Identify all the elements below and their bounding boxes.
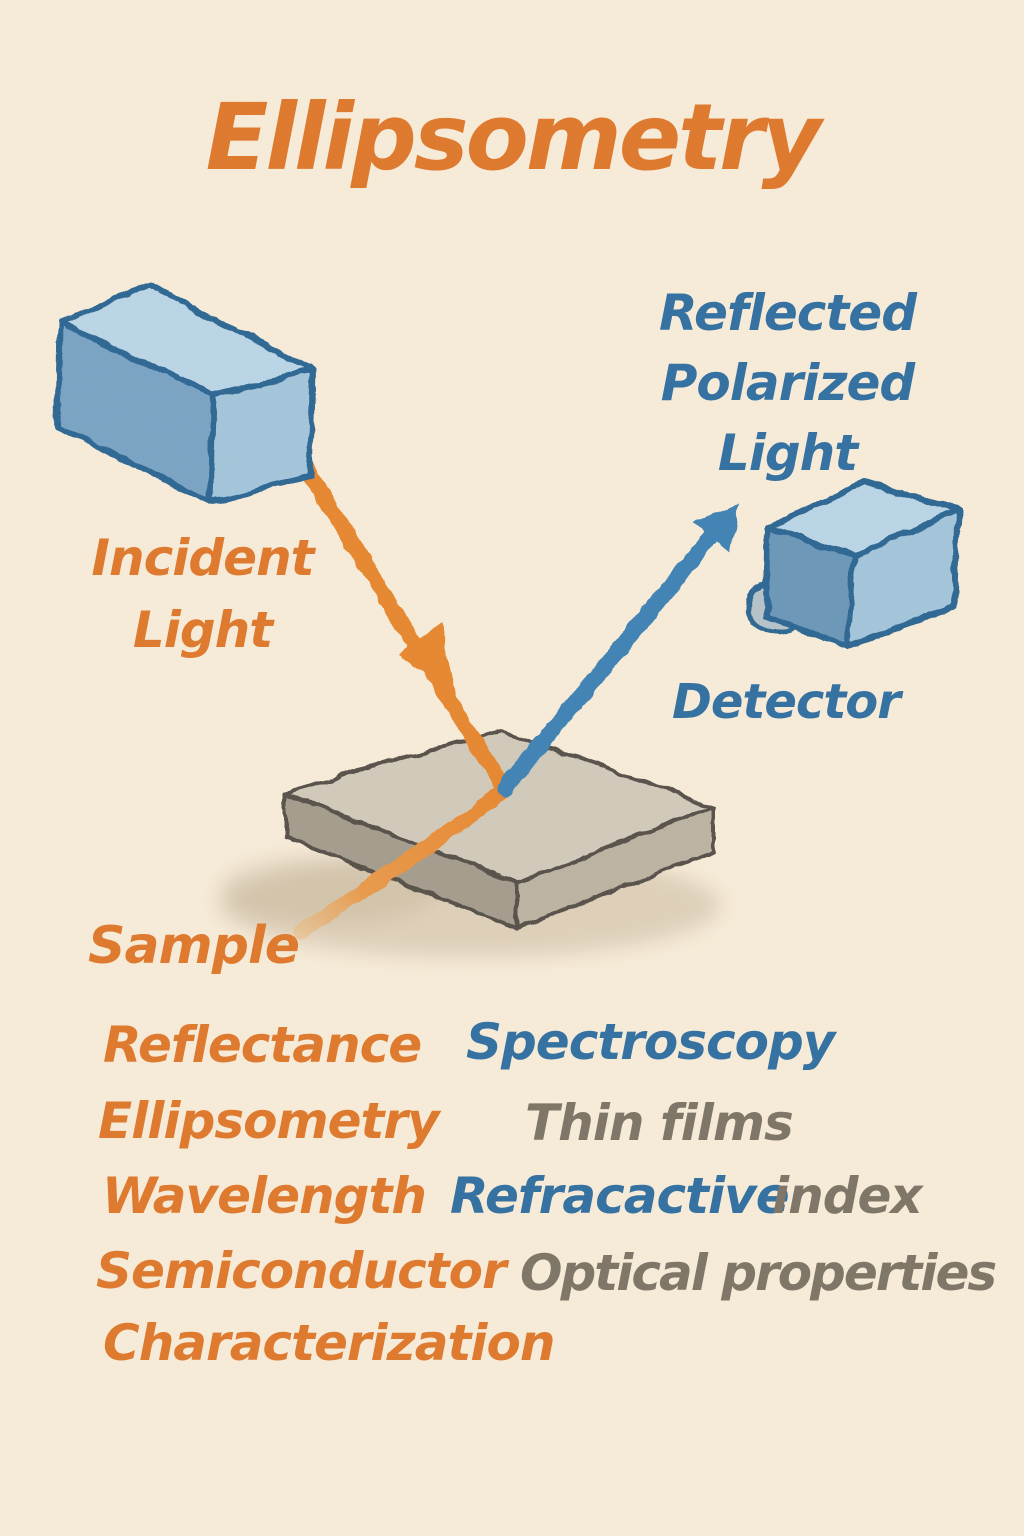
keyword-reflectance: Reflectance — [103, 1016, 422, 1074]
incident-light-line2: Light — [132, 601, 273, 659]
keyword-semiconductor: Semiconductor — [96, 1242, 507, 1300]
reflected-beam-arrow-icon — [497, 503, 739, 796]
detector-label: Detector — [672, 674, 901, 730]
incident-light-line1: Incident — [91, 529, 314, 587]
reflected-line2: Polarized — [660, 354, 915, 412]
light-source-box-icon — [55, 282, 316, 505]
keyword-ellipsometry: Ellipsometry — [98, 1092, 440, 1150]
keyword-characterization: Characterization — [103, 1314, 556, 1372]
keyword-wavelength: Wavelength — [102, 1167, 427, 1225]
page-title: Ellipsometry — [205, 84, 822, 191]
keyword-spectroscopy: Spectroscopy — [466, 1013, 835, 1071]
keyword-thin-films: Thin films — [525, 1094, 794, 1152]
reflected-line3: Light — [717, 424, 858, 482]
keyword-refracactive: Refracactive — [450, 1167, 790, 1225]
incident-beam-arrow-icon — [290, 447, 511, 796]
reflected-polarized-light-label: Reflected Polarized Light — [655, 278, 920, 488]
keyword-optical-properties: Optical properties — [520, 1244, 997, 1302]
detector-box-icon — [744, 479, 961, 648]
incident-light-label: Incident Light — [90, 522, 315, 666]
sample-label: Sample — [88, 916, 300, 976]
reflected-line1: Reflected — [659, 284, 917, 342]
keyword-index: index — [772, 1167, 923, 1225]
